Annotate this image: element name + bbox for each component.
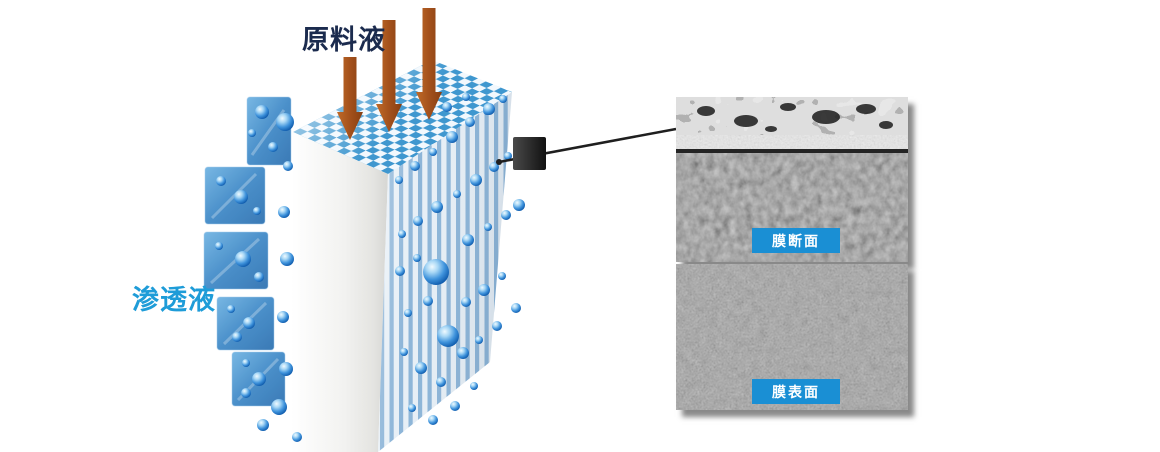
membrane-left-face bbox=[291, 132, 388, 452]
cross-section-caption-badge: 膜断面 bbox=[752, 228, 840, 253]
droplet-icon bbox=[243, 317, 255, 329]
droplet-icon bbox=[398, 230, 406, 238]
feed-arrows bbox=[337, 8, 442, 140]
feed-label: 原料液 bbox=[302, 25, 386, 55]
membrane-block bbox=[291, 60, 512, 452]
callout-marker bbox=[513, 137, 546, 170]
droplet-icon bbox=[501, 210, 511, 220]
surface-caption: 膜表面 bbox=[772, 383, 820, 400]
down-arrow-icon bbox=[337, 57, 363, 140]
droplet-icon bbox=[483, 103, 495, 115]
droplet-icon bbox=[283, 161, 293, 171]
droplet-icon bbox=[462, 234, 474, 246]
droplet-icon bbox=[437, 325, 459, 347]
sem-surface-particles bbox=[697, 103, 893, 132]
droplet-icon bbox=[277, 311, 289, 323]
droplet-icon bbox=[271, 399, 287, 415]
cross-section-caption: 膜断面 bbox=[772, 232, 820, 249]
droplet-icon bbox=[498, 272, 506, 280]
droplet-icon bbox=[462, 93, 470, 101]
droplet-icon bbox=[450, 401, 460, 411]
droplet-icon bbox=[227, 305, 235, 313]
droplet-icon bbox=[248, 129, 256, 137]
droplet-icon bbox=[410, 161, 420, 171]
droplet-icon bbox=[431, 201, 443, 213]
droplet-icon bbox=[492, 321, 502, 331]
droplet-icon bbox=[478, 284, 490, 296]
droplet-icon bbox=[252, 372, 266, 386]
droplet-icon bbox=[395, 176, 403, 184]
droplet-icon bbox=[446, 131, 458, 143]
droplet-icon bbox=[215, 242, 223, 250]
droplet-icon bbox=[436, 377, 446, 387]
droplet-icon bbox=[280, 252, 294, 266]
droplet-icon bbox=[408, 404, 416, 412]
down-arrow-icon bbox=[416, 8, 442, 120]
sem-cross-section-image bbox=[676, 97, 908, 262]
droplet-icon bbox=[395, 266, 405, 276]
droplet-icon bbox=[428, 415, 438, 425]
droplet-icon bbox=[499, 95, 507, 103]
droplet-icon bbox=[279, 362, 293, 376]
droplet-icon bbox=[489, 162, 499, 172]
droplet-icon bbox=[429, 148, 437, 156]
droplet-icon bbox=[504, 152, 512, 160]
droplet-icon bbox=[423, 259, 449, 285]
droplet-icon bbox=[216, 176, 226, 186]
callout-connector bbox=[496, 127, 677, 170]
droplet-icon bbox=[513, 199, 525, 211]
droplet-icon bbox=[400, 348, 408, 356]
droplet-icon bbox=[254, 272, 264, 282]
droplet-icon bbox=[470, 382, 478, 390]
surface-caption-badge: 膜表面 bbox=[752, 379, 840, 404]
droplet-icon bbox=[255, 105, 269, 119]
droplet-field bbox=[215, 93, 525, 442]
membrane-top-face-highlight bbox=[293, 60, 512, 174]
droplet-icon bbox=[234, 190, 248, 204]
droplet-icon bbox=[232, 332, 242, 342]
droplet-icon bbox=[461, 297, 471, 307]
droplet-icon bbox=[475, 336, 483, 344]
droplet-icon bbox=[276, 113, 294, 131]
droplet-icon bbox=[413, 254, 421, 262]
droplet-icon bbox=[423, 296, 433, 306]
droplet-icon bbox=[242, 359, 250, 367]
droplet-icon bbox=[404, 309, 412, 317]
droplet-icon bbox=[442, 102, 452, 112]
droplet-icon bbox=[413, 216, 423, 226]
droplet-icon bbox=[235, 251, 251, 267]
droplet-icon bbox=[253, 207, 261, 215]
droplet-icon bbox=[465, 117, 475, 127]
callout-anchor-dot bbox=[496, 159, 502, 165]
droplet-icon bbox=[457, 347, 469, 359]
droplet-icon bbox=[292, 432, 302, 442]
droplet-icon bbox=[484, 223, 492, 231]
droplet-icon bbox=[470, 174, 482, 186]
permeate-label: 渗透液 bbox=[132, 285, 216, 315]
droplet-icon bbox=[278, 206, 290, 218]
droplet-icon bbox=[241, 388, 251, 398]
droplet-icon bbox=[453, 190, 461, 198]
droplet-icon bbox=[511, 303, 521, 313]
down-arrow-icon bbox=[376, 20, 402, 132]
droplet-icon bbox=[257, 419, 269, 431]
droplet-icon bbox=[415, 362, 427, 374]
droplet-icon bbox=[268, 142, 278, 152]
